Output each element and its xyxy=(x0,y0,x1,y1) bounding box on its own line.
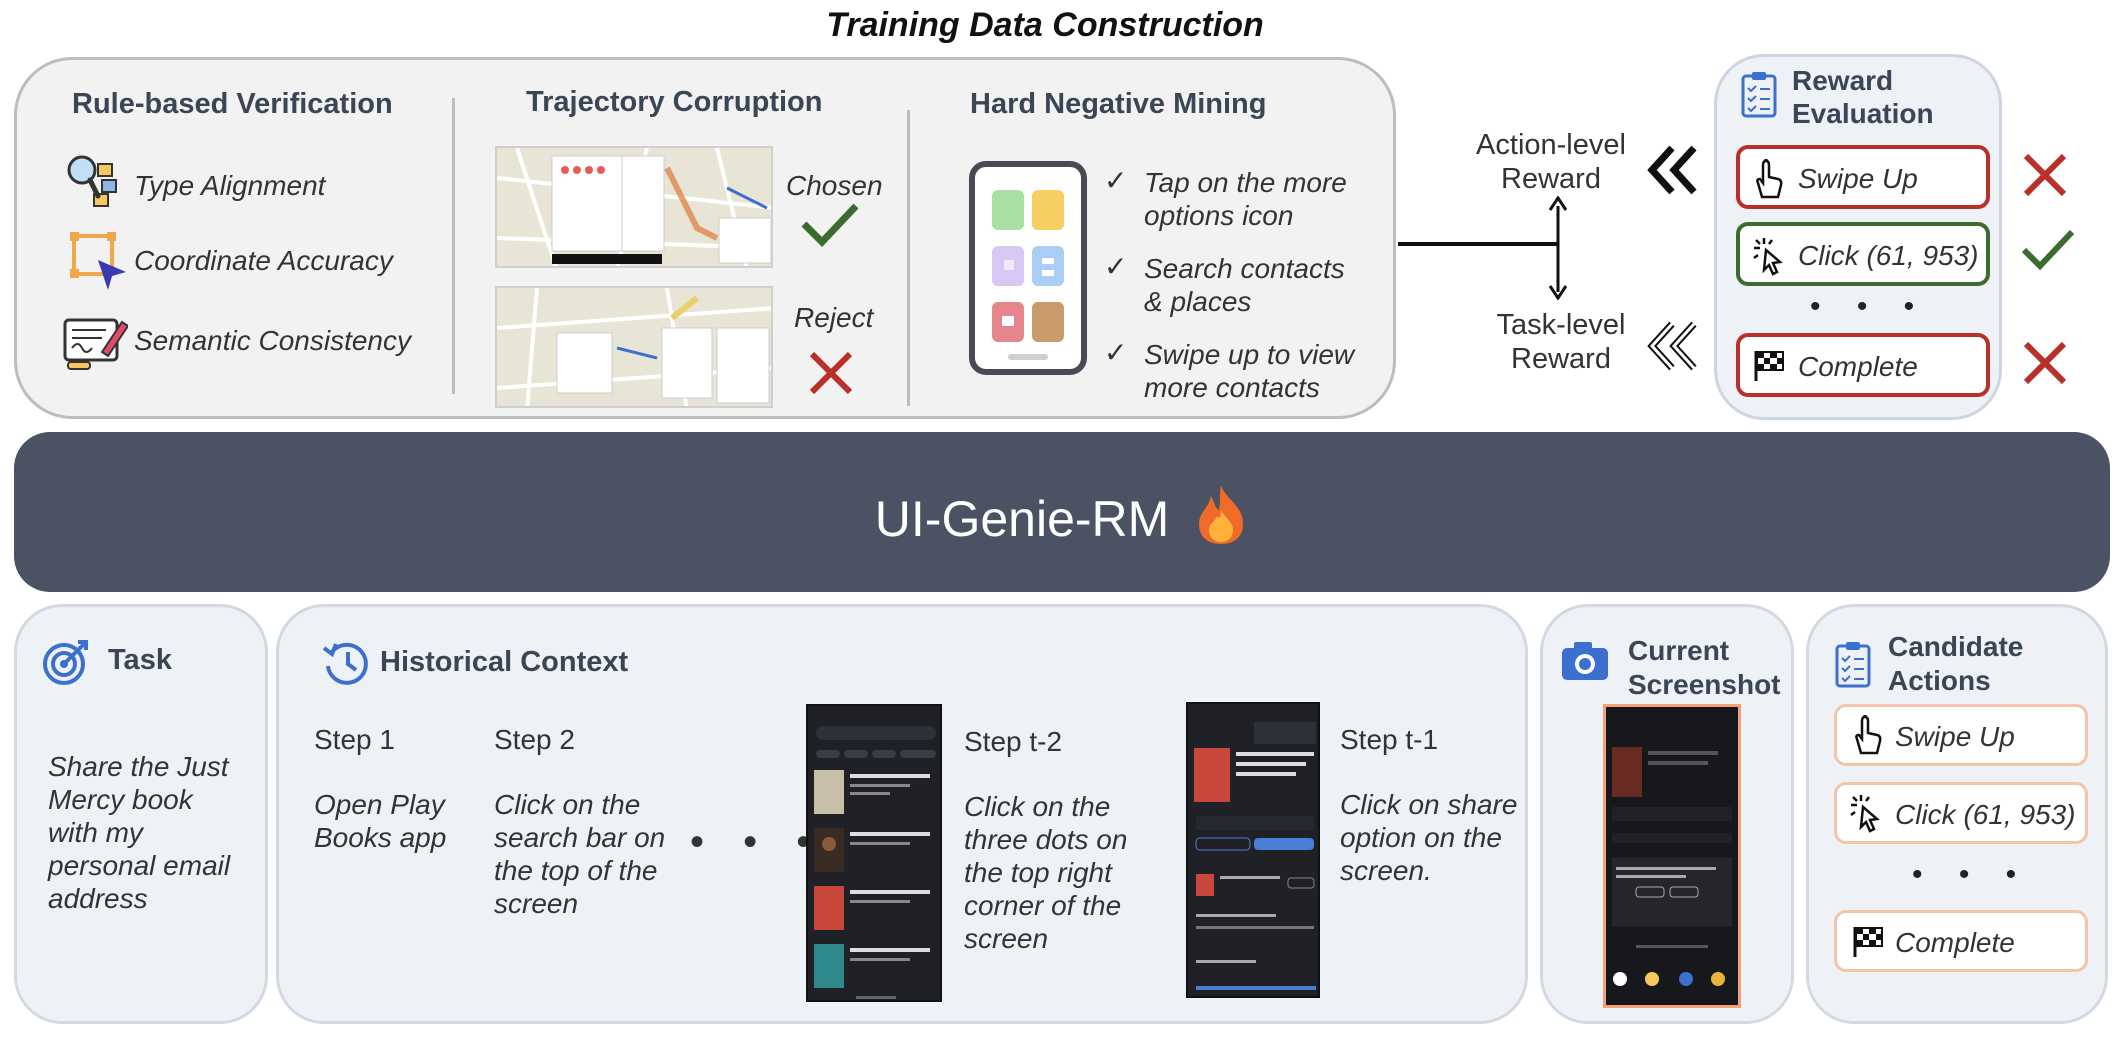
tap-burst-icon xyxy=(1847,793,1887,833)
coordinate-accuracy-text: Coordinate Accuracy xyxy=(134,245,393,276)
check-glyph: ✓ xyxy=(1104,165,1128,196)
step-t-1-text: Click on share option on the screen. xyxy=(1340,789,1518,886)
task-heading: Task xyxy=(108,644,172,676)
step-t-2-text: Click on the three dots on the top right… xyxy=(964,791,1128,954)
candidate-actions-heading: Candidate Actions xyxy=(1888,631,2024,696)
step-t-2-screenshot xyxy=(806,704,942,1002)
coordinate-target-icon xyxy=(68,230,128,292)
chosen-trajectory-screenshot xyxy=(495,146,773,268)
section-divider xyxy=(907,110,910,406)
candidate-swipe-up: Swipe Up xyxy=(1834,704,2088,766)
hard-negative-item-3: Swipe up to view more contacts xyxy=(1144,339,1355,403)
candidate-label: Complete xyxy=(1895,927,2015,958)
semantic-consistency-text: Semantic Consistency xyxy=(134,325,412,356)
reject-cross-icon xyxy=(2022,340,2068,386)
candidate-complete: Complete xyxy=(1834,910,2088,972)
hard-negative-heading: Hard Negative Mining xyxy=(970,88,1267,120)
model-name: UI-Genie-RM xyxy=(14,484,2110,548)
reward-item-label: Click (61, 953) xyxy=(1798,240,1979,271)
reward-item-swipe-up: Swipe Up xyxy=(1736,145,1990,209)
reward-evaluation-heading: Reward Evaluation xyxy=(1792,65,1934,129)
rejected-trajectory-screenshot xyxy=(495,286,773,408)
reward-connector xyxy=(1398,195,1678,301)
hard-negative-item-2: Search contacts & places xyxy=(1144,253,1345,317)
candidate-label: Click (61, 953) xyxy=(1895,799,2076,830)
clipboard-checklist-icon xyxy=(1740,70,1778,118)
swipe-hand-icon xyxy=(1849,714,1885,755)
task-description: Share the Just Mercy book with my person… xyxy=(48,751,231,914)
ellipsis: • • • xyxy=(1912,858,2031,891)
double-chevron-left-icon xyxy=(1646,144,1698,196)
ellipsis: • • • xyxy=(690,820,825,864)
rule-verification-heading: Rule-based Verification xyxy=(72,88,393,120)
candidate-label: Swipe Up xyxy=(1895,721,2015,752)
type-alignment-text: Type Alignment xyxy=(134,170,326,201)
checkered-flag-icon xyxy=(1752,349,1786,383)
task-level-reward-label: Task-level Reward xyxy=(1496,309,1626,375)
document-pencil-icon xyxy=(62,314,130,372)
diagram-title: Training Data Construction xyxy=(826,6,1264,44)
current-screenshot-image xyxy=(1603,704,1741,1008)
candidate-click: Click (61, 953) xyxy=(1834,782,2088,844)
step-2-label: Step 2 xyxy=(494,724,575,755)
step-1-label: Step 1 xyxy=(314,724,395,755)
checkered-flag-icon xyxy=(1851,925,1885,959)
reward-item-complete: Complete xyxy=(1736,333,1990,397)
checkmark-icon xyxy=(800,202,860,248)
hard-negative-item-1: Tap on the more options icon xyxy=(1144,167,1347,231)
clipboard-checklist-icon xyxy=(1834,640,1872,688)
double-chevron-left-outline-icon xyxy=(1646,320,1698,372)
ellipsis: • • • xyxy=(1810,290,1929,323)
reject-label: Reject xyxy=(794,302,874,333)
section-divider xyxy=(452,98,455,394)
step-t-2-label: Step t-2 xyxy=(964,726,1063,757)
tap-burst-icon xyxy=(1750,236,1790,276)
reward-item-label: Complete xyxy=(1798,351,1918,382)
fire-icon xyxy=(1193,484,1249,546)
model-band xyxy=(14,432,2110,592)
target-arrow-icon xyxy=(42,638,90,686)
step-t-1-label: Step t-1 xyxy=(1340,724,1439,755)
magnifier-shapes-icon xyxy=(64,152,122,210)
step-2-text: Click on the search bar on the top of th… xyxy=(494,789,666,919)
action-level-reward-label: Action-level Reward xyxy=(1476,129,1626,195)
current-screenshot-heading: Current Screenshot xyxy=(1628,635,1781,700)
history-clock-icon xyxy=(322,640,370,686)
step-t-1-screenshot xyxy=(1186,702,1320,998)
trajectory-corruption-heading: Trajectory Corruption xyxy=(526,86,823,118)
swipe-hand-icon xyxy=(1750,158,1786,199)
reward-item-click: Click (61, 953) xyxy=(1736,222,1990,286)
accept-check-icon xyxy=(2020,228,2076,272)
cross-icon xyxy=(808,350,854,396)
reward-item-label: Swipe Up xyxy=(1798,163,1918,194)
check-glyph: ✓ xyxy=(1104,337,1128,368)
reject-cross-icon xyxy=(2022,152,2068,198)
historical-context-heading: Historical Context xyxy=(380,646,629,678)
check-glyph: ✓ xyxy=(1104,251,1128,282)
chosen-label: Chosen xyxy=(786,170,883,201)
step-1-text: Open Play Books app xyxy=(314,789,447,853)
smartphone-icon xyxy=(968,160,1088,376)
camera-icon xyxy=(1560,640,1610,682)
